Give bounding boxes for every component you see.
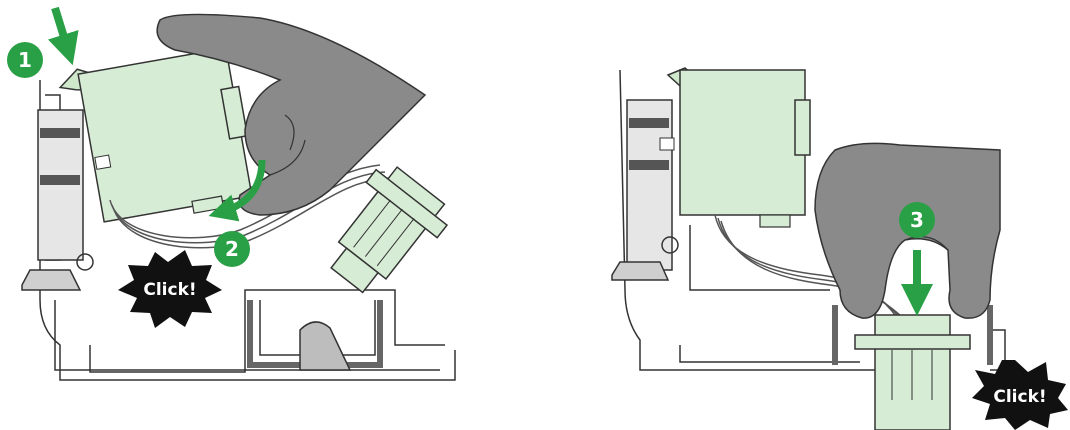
click-label: Click! xyxy=(993,387,1046,407)
click-callout-1: Click! xyxy=(118,250,222,328)
click-label: Click! xyxy=(143,280,196,300)
step-number-3: 3 xyxy=(910,208,924,232)
right-connector xyxy=(855,315,970,430)
right-panel: 3 Click! xyxy=(612,68,1068,430)
step-number-1: 1 xyxy=(18,48,32,72)
right-module xyxy=(660,68,810,227)
left-module xyxy=(58,42,259,232)
arrow-down-icon xyxy=(55,8,68,50)
step-number-2: 2 xyxy=(225,237,239,261)
step-badge-1: 1 xyxy=(7,42,43,78)
step-badge-3: 3 xyxy=(899,202,935,238)
click-callout-2: Click! xyxy=(972,360,1068,430)
left-panel: 1 2 Click! xyxy=(7,8,456,380)
left-rail xyxy=(22,110,93,290)
step-badge-2: 2 xyxy=(214,231,250,267)
latch-wedge xyxy=(300,322,350,370)
